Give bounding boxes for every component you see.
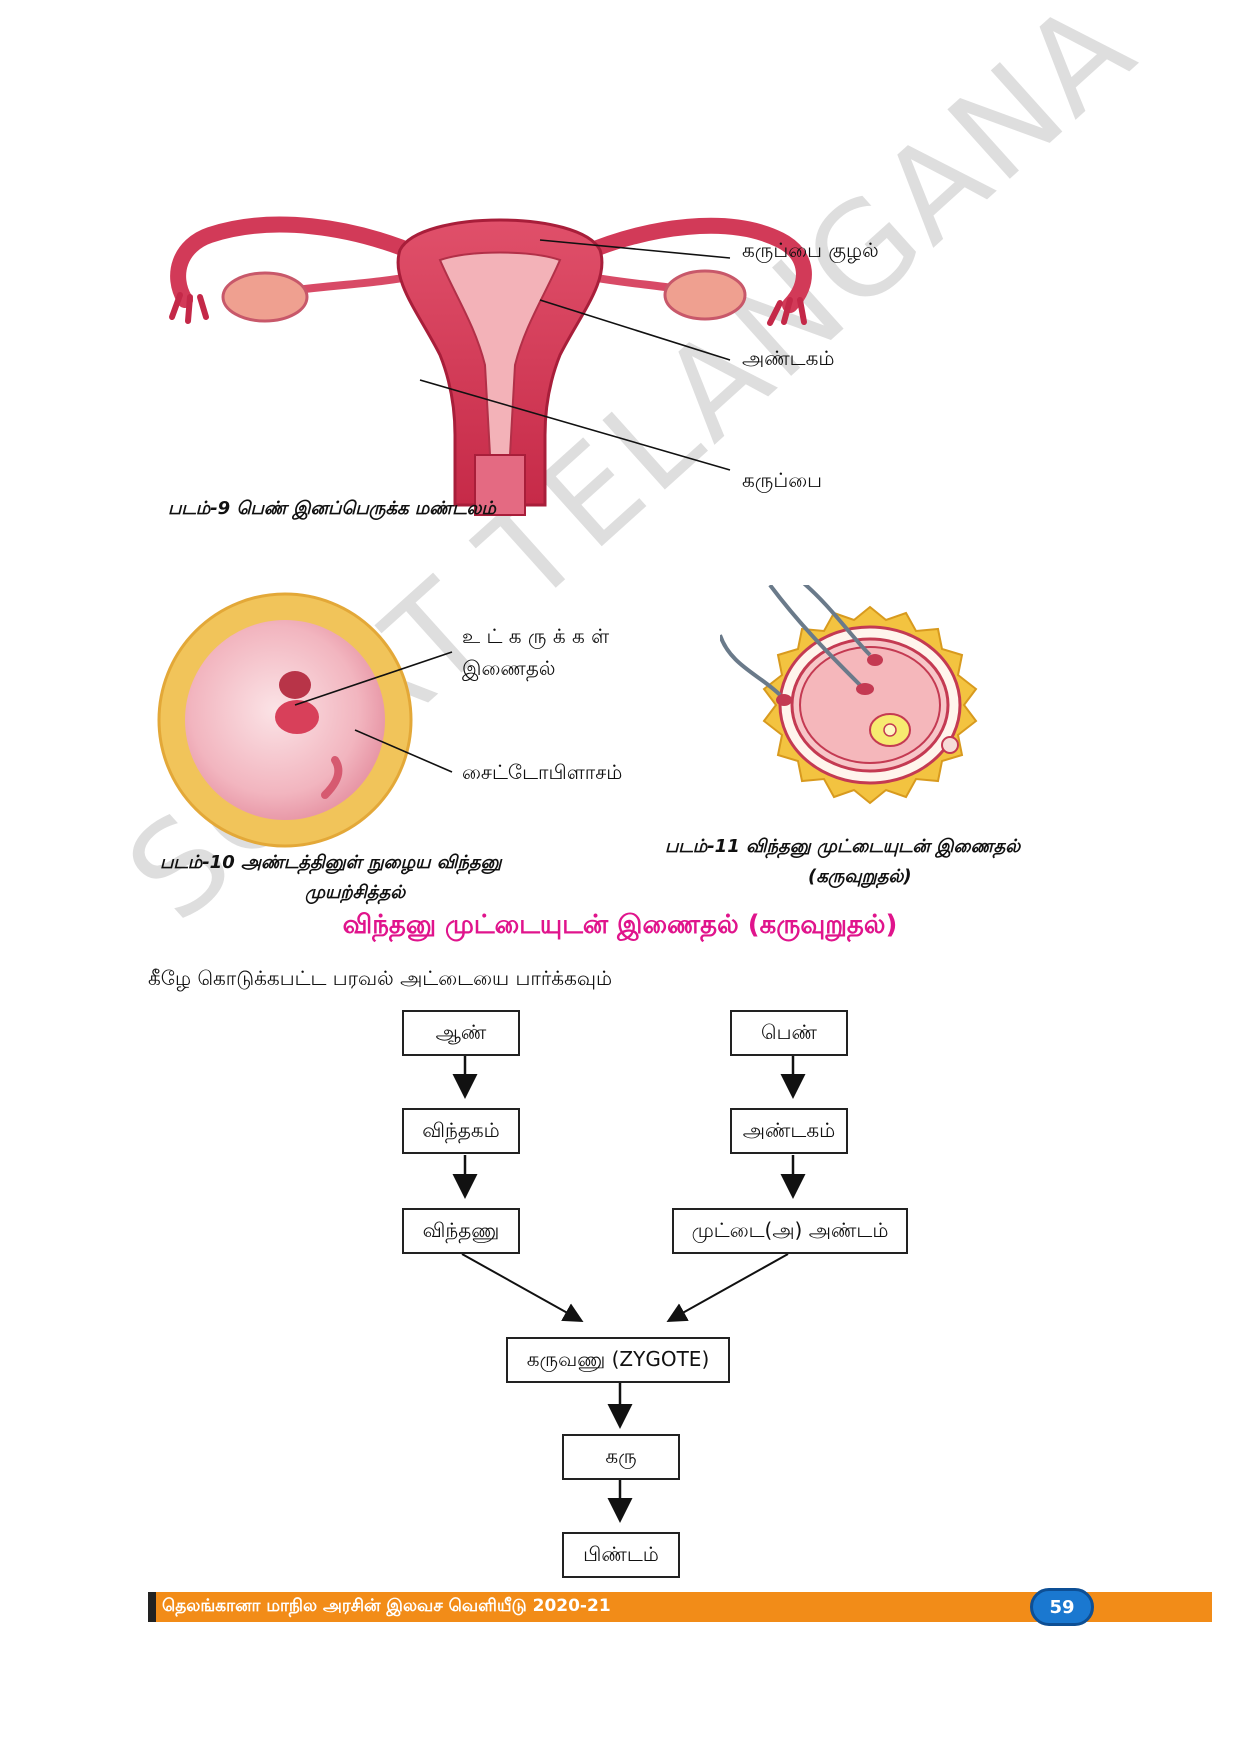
flow-box-ovary: அண்டகம் — [730, 1108, 848, 1154]
sperm-1 — [718, 634, 782, 697]
flowchart-arrows — [452, 1056, 806, 1523]
figure-10-caption-line1: படம்-10 அண்டத்தினுள் நுழைய விந்தனு — [160, 852, 502, 873]
flow-box-female: பெண் — [730, 1010, 848, 1056]
label-cytoplasm: சைட்டோபிளாசம் — [462, 760, 623, 784]
page-number: 59 — [1030, 1588, 1094, 1626]
nucleus-upper — [279, 671, 311, 699]
sperm-3 — [798, 578, 872, 657]
flow-box-fetus: பிண்டம் — [562, 1532, 680, 1578]
figure-10-leader-lines — [294, 651, 453, 773]
figure-10-caption-line2: முயற்சித்தல் — [305, 882, 406, 903]
egg-illustration — [157, 592, 413, 848]
figure-9-leader-lines — [419, 239, 731, 471]
section-title: விந்தனு முட்டையுடன் இணைதல் (கருவுறுதல்) — [342, 910, 898, 940]
flow-box-testis: விந்தகம் — [402, 1108, 520, 1154]
intro-text: கீழே கொடுக்கபட்ட பரவல் அட்டையை பார்க்கவு… — [148, 966, 613, 990]
sperm-2 — [768, 583, 862, 687]
left-ovary — [221, 271, 309, 323]
nucleus-lower — [275, 700, 319, 734]
figure-9 — [150, 205, 850, 535]
label-fallopian-tube: கருப்பை குழல் — [742, 238, 879, 262]
right-ovary — [663, 269, 747, 321]
flow-box-male: ஆண் — [402, 1010, 520, 1056]
figure-11-caption-line1: படம்-11 விந்தனு முட்டையுடன் இணைதல் — [665, 836, 1021, 857]
label-uterus: கருப்பை — [742, 468, 823, 492]
flow-box-sperm: விந்தணு — [402, 1208, 520, 1254]
label-nuclei-fuse-line1: உ ட் க ரு க் க ள் — [462, 624, 610, 648]
figure-9-caption: படம்-9 பெண் இனப்பெருக்க மண்டலம் — [168, 498, 496, 519]
flow-box-egg: முட்டை(அ) அண்டம் — [672, 1208, 908, 1254]
footer-edge — [148, 1592, 156, 1622]
fertilization-illustration — [718, 578, 978, 805]
figure-11-caption-line2: (கருவுறுதல்) — [808, 866, 912, 887]
label-nuclei-fuse-line2: இணைதல் — [462, 656, 556, 680]
figure-11 — [718, 578, 1020, 815]
flow-box-zygote: கருவணு (ZYGOTE) — [506, 1337, 730, 1383]
uterus-illustration — [169, 216, 812, 516]
figure-10 — [155, 590, 415, 850]
flow-box-embryo: கரு — [562, 1434, 680, 1480]
label-ovary: அண்டகம் — [742, 346, 835, 370]
polar-body — [941, 736, 959, 754]
footer-text: தெலங்கானா மாநில அரசின் இலவச வெளியீடு 202… — [162, 1596, 611, 1616]
